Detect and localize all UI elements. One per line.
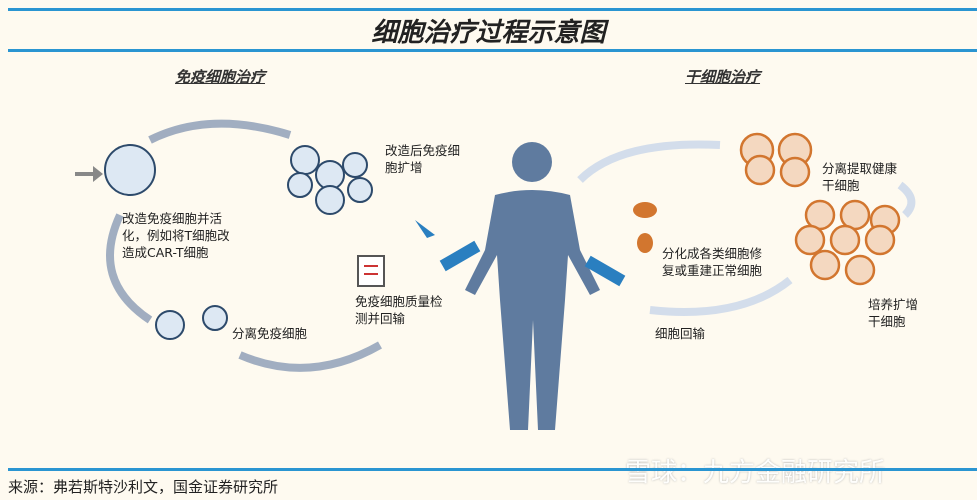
syringe-icons [415,220,626,287]
title-rule [8,49,977,52]
label-expand: 改造后免疫细胞扩增 [385,143,461,175]
immune-cells [104,144,373,340]
source-note: 来源：弗若斯特沙利文，国金证券研究所 [8,478,279,496]
bottom-rule [8,468,977,471]
stem-cells [739,132,901,286]
label-isolate: 分离免疫细胞 [232,326,308,341]
watermark: 雪球：九方金融研究所 [625,458,886,488]
label-reinfuse: 细胞回输 [655,326,706,341]
label-modify: 改造免疫细胞并活化，例如将T细胞改造成CAR-T细胞 [122,211,230,260]
label-qc: 免疫细胞质量检测并回输 [355,294,443,326]
label-culture: 培养扩增干细胞 [868,297,919,329]
top-rule [8,8,977,11]
label-stem-isolate: 分离提取健康干细胞 [822,161,898,193]
human-body-figure [465,142,600,430]
tissue-icons [633,202,657,253]
stem-heading: 干细胞治疗 [685,68,761,86]
label-differentiate: 分化成各类细胞修复或重建正常细胞 [662,246,763,278]
page-title: 细胞治疗过程示意图 [371,18,606,48]
checklist-icon [357,255,385,287]
arrow-icon [75,166,103,182]
immune-heading: 免疫细胞治疗 [175,68,266,86]
